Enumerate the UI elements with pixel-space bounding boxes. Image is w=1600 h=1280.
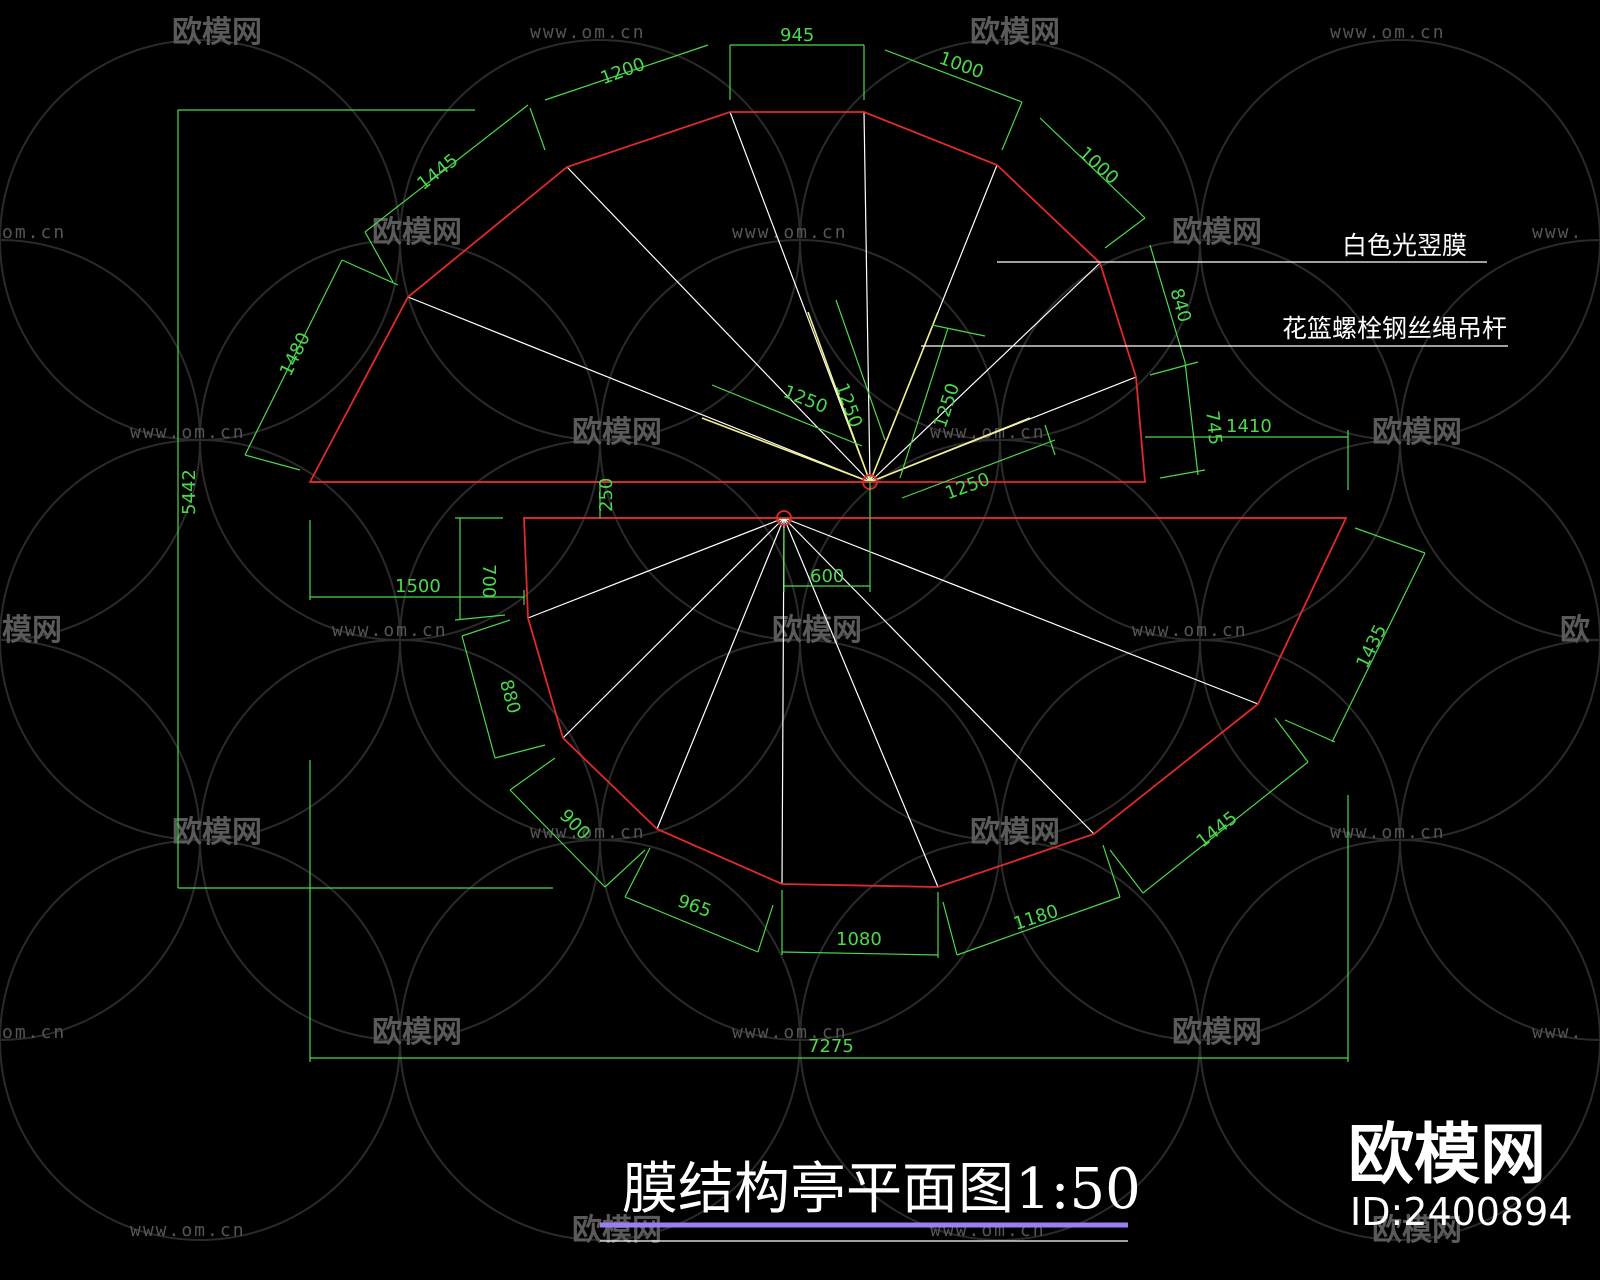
dim-600: 600 (810, 566, 844, 587)
watermark-brand: 欧模网 (1172, 215, 1262, 250)
dim-1500: 1500 (395, 576, 441, 597)
drawing-title: 膜结构亭平面图 (622, 1157, 1014, 1222)
watermark-url: www. (1532, 222, 1583, 243)
bottom-mast (776, 510, 792, 526)
watermark-brand: 欧模网 (1372, 415, 1462, 450)
rod-label: 花篮螺栓钢丝绳吊杆 (1282, 314, 1507, 343)
watermark-brand: 欧模网 (372, 1015, 462, 1050)
watermark-url: www.om.cn (1330, 22, 1446, 43)
dim-1000-b: 1000 (1074, 143, 1122, 189)
dim-1000-a: 1000 (936, 48, 986, 83)
watermark-url: www.om.cn (130, 422, 246, 443)
watermark-brand: 欧模网 (572, 415, 662, 450)
watermark-brand: 欧模网 (172, 815, 262, 850)
dim-7275: 7275 (808, 1036, 854, 1057)
watermark-url: om.cn (2, 222, 66, 243)
brand-id: ID:2400894 (1350, 1190, 1573, 1234)
watermark-circles (0, 39, 1600, 1241)
dim-1250-lower: 1250 (942, 469, 992, 504)
dim-1180: 1180 (1011, 901, 1061, 935)
watermark-url: www.om.cn (530, 822, 646, 843)
label-leaders (921, 261, 1508, 347)
watermark-grid: 欧模网 www.om.cn 欧模网 www.om.cn om.cn 欧模网 ww… (2, 15, 1590, 1248)
dim-1480: 1480 (276, 329, 315, 379)
watermark-brand: 欧 (1560, 613, 1590, 648)
dim-945: 945 (780, 25, 814, 46)
watermark-brand: 欧模网 (172, 15, 262, 50)
dim-1435: 1435 (1352, 621, 1391, 671)
watermark-brand: 欧模网 (970, 815, 1060, 850)
dim-745: 745 (1201, 410, 1225, 446)
drawing-scale: 1:50 (1015, 1157, 1141, 1222)
brand-logo: 欧模网 (1348, 1116, 1546, 1193)
dim-1200: 1200 (598, 54, 648, 89)
dim-700: 700 (478, 564, 499, 598)
watermark-brand: 欧模网 (772, 613, 862, 648)
dimension-lines (177, 44, 1426, 1062)
watermark-url: www.om.cn (930, 422, 1046, 443)
watermark-brand: 欧模网 (1372, 1213, 1462, 1248)
watermark-url: www.om.cn (1330, 822, 1446, 843)
bottom-canopy-outline (523, 517, 1348, 888)
membrane-label: 白色光翌膜 (1342, 231, 1467, 260)
watermark-brand: 欧模网 (572, 1213, 662, 1248)
dim-250: 250 (596, 478, 617, 512)
watermark-brand: 模网 (2, 613, 62, 648)
watermark-url: www.om.cn (732, 1022, 848, 1043)
dim-965: 965 (675, 891, 714, 922)
dim-1445-top: 1445 (413, 150, 462, 195)
watermark-url: www.om.cn (530, 22, 646, 43)
dim-880: 880 (495, 677, 524, 716)
top-hanger-rods (701, 311, 1031, 483)
watermark-brand: 欧模网 (1172, 1015, 1262, 1050)
watermark-brand: 欧模网 (372, 215, 462, 250)
dim-1445-bottom: 1445 (1193, 807, 1242, 852)
watermark-brand: 欧模网 (970, 15, 1060, 50)
dim-840: 840 (1165, 286, 1195, 325)
watermark-url: www.om.cn (130, 1220, 246, 1241)
dim-1410: 1410 (1226, 416, 1272, 437)
top-canopy-outline (308, 111, 1146, 483)
watermark-url: www. (1532, 1022, 1583, 1043)
dim-1250-mid: 1250 (831, 380, 866, 430)
watermark-url: om.cn (2, 1022, 66, 1043)
dim-1080: 1080 (836, 929, 882, 950)
watermark-url: www.om.cn (332, 620, 448, 641)
dim-1250-left: 1250 (780, 381, 830, 418)
dim-5442: 5442 (179, 469, 200, 515)
watermark-url: www.om.cn (1132, 620, 1248, 641)
watermark-url: www.om.cn (732, 222, 848, 243)
